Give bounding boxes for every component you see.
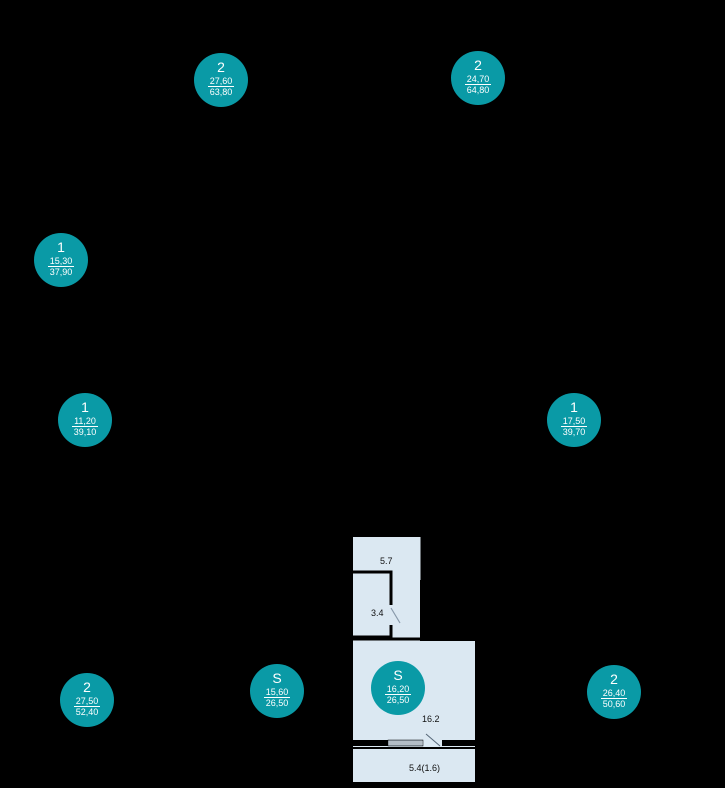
living-area: 11,20 <box>72 416 98 427</box>
bathroom-door <box>390 607 401 624</box>
total-area: 39,10 <box>73 427 97 437</box>
total-area: 26,50 <box>386 695 410 705</box>
living-area: 17,50 <box>561 416 587 427</box>
apartment-type: 2 <box>474 57 482 73</box>
apartment-type: 2 <box>217 59 225 75</box>
living-area: 15,60 <box>264 687 290 698</box>
selected-apartment-plan[interactable]: 5.7 3.4 16.2 5.4(1.6) S 16,20 26,50 <box>350 535 478 783</box>
living-area: 26,40 <box>601 688 627 699</box>
apartment-badge[interactable]: 2 24,70 64,80 <box>451 51 505 105</box>
total-area: 50,60 <box>602 699 626 709</box>
bathroom-wall <box>353 625 393 639</box>
apartment-badge[interactable]: 1 15,30 37,90 <box>34 233 88 287</box>
balcony-wall <box>442 740 475 746</box>
living-area: 24,70 <box>465 74 491 85</box>
balcony-wall <box>353 740 388 746</box>
bathroom-wall <box>353 570 393 605</box>
apartment-type: 2 <box>610 671 618 687</box>
apartment-type: 1 <box>570 399 578 415</box>
room-area-label: 5.7 <box>380 556 393 566</box>
apartment-badge[interactable]: 2 27,60 63,80 <box>194 53 248 107</box>
living-area: 16,20 <box>385 684 411 695</box>
apartment-badge[interactable]: 2 26,40 50,60 <box>587 665 641 719</box>
apartment-badge[interactable]: 1 11,20 39,10 <box>58 393 112 447</box>
living-area: 15,30 <box>48 256 74 267</box>
apartment-badge[interactable]: 2 27,50 52,40 <box>60 673 114 727</box>
total-area: 52,40 <box>75 707 99 717</box>
total-area: 64,80 <box>466 85 490 95</box>
living-area: 27,50 <box>74 696 100 707</box>
balcony <box>353 749 475 782</box>
balcony-door <box>425 733 441 747</box>
room-area-label: 3.4 <box>371 608 384 618</box>
apartment-badge[interactable]: S 15,60 26,50 <box>250 664 304 718</box>
room-area-label: 5.4(1.6) <box>409 763 441 773</box>
living-area: 27,60 <box>208 76 234 87</box>
total-area: 63,80 <box>209 87 233 97</box>
apartment-type: 2 <box>83 679 91 695</box>
room-area-label: 16.2 <box>422 714 440 724</box>
apartment-badge[interactable]: 1 17,50 39,70 <box>547 393 601 447</box>
total-area: 26,50 <box>265 698 289 708</box>
apartment-badge-selected[interactable]: S 16,20 26,50 <box>371 661 425 715</box>
total-area: 39,70 <box>562 427 586 437</box>
apartment-type: 1 <box>57 239 65 255</box>
corridor-room <box>353 537 420 641</box>
floor-plan-svg <box>353 537 475 782</box>
apartment-type: 1 <box>81 399 89 415</box>
total-area: 37,90 <box>49 267 73 277</box>
apartment-type: S <box>272 670 282 686</box>
apartment-type: S <box>393 667 403 683</box>
window <box>387 739 424 747</box>
